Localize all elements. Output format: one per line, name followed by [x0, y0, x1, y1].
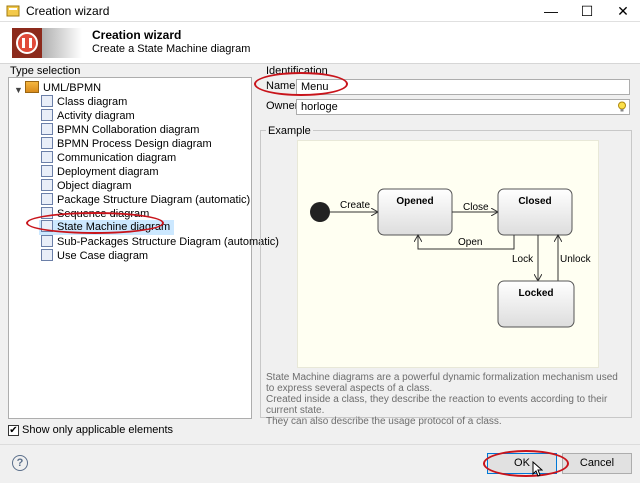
- footer-separator: [0, 444, 640, 445]
- modelio-logo-icon: [12, 28, 42, 58]
- header-banner: [42, 28, 82, 58]
- deployment-diagram-icon: [41, 165, 53, 177]
- tree-item-label: Class diagram: [57, 96, 128, 108]
- show-applicable-label: Show only applicable elements: [22, 424, 174, 436]
- state-closed: [497, 188, 573, 236]
- collapse-arrow-icon[interactable]: ▼: [14, 85, 23, 95]
- tree-item-state-machine-diagram[interactable]: State Machine diagram: [39, 220, 175, 235]
- wizard-title: Creation wizard: [92, 28, 182, 42]
- tree-item-label: Deployment diagram: [57, 166, 159, 178]
- help-icon[interactable]: ?: [12, 455, 28, 471]
- tree-root-label: UML/BPMN: [43, 82, 102, 94]
- owner-value: horloge: [301, 101, 338, 113]
- tree-item-sub-packages-structure[interactable]: Sub-Packages Structure Diagram (automati…: [41, 235, 279, 249]
- class-diagram-icon: [41, 95, 53, 107]
- transition-unlock-label: Unlock: [560, 254, 592, 265]
- owner-field[interactable]: horloge: [296, 99, 630, 115]
- state-locked-label: Locked: [518, 288, 553, 299]
- state-closed-label: Closed: [518, 196, 551, 207]
- bpmn-process-icon: [41, 137, 53, 149]
- example-description: State Machine diagrams are a powerful dy…: [266, 372, 628, 427]
- description-line-1: State Machine diagrams are a powerful dy…: [266, 372, 618, 394]
- title-bar: Creation wizard — ☐ ✕: [0, 0, 640, 22]
- example-group: [260, 130, 632, 418]
- tree-item-sequence-diagram[interactable]: Sequence diagram: [41, 207, 149, 221]
- tree-item-class-diagram[interactable]: Class diagram: [41, 95, 127, 109]
- sequence-diagram-icon: [41, 207, 53, 219]
- type-selection-tree[interactable]: ▼ UML/BPMN Class diagram Activity diagra…: [8, 77, 279, 419]
- tree-item-bpmn-process-design[interactable]: BPMN Process Design diagram: [41, 137, 212, 151]
- wizard-subtitle: Create a State Machine diagram: [92, 43, 251, 55]
- bpmn-collaboration-icon: [41, 123, 53, 135]
- tree-item-bpmn-collaboration[interactable]: BPMN Collaboration diagram: [41, 123, 199, 137]
- transition-lock-label: Lock: [512, 254, 534, 265]
- tree-item-label: Communication diagram: [57, 152, 177, 164]
- state-opened-label: Opened: [396, 196, 433, 207]
- lightbulb-icon[interactable]: [617, 101, 627, 113]
- communication-diagram-icon: [41, 151, 53, 163]
- name-field[interactable]: Menu: [296, 79, 630, 95]
- open-transition: [418, 235, 515, 250]
- type-selection-label: Type selection: [10, 65, 81, 77]
- minimize-button[interactable]: —: [544, 3, 558, 19]
- tree-item-label: BPMN Process Design diagram: [57, 138, 212, 150]
- maximize-button[interactable]: ☐: [580, 3, 594, 19]
- tree-item-package-structure[interactable]: Package Structure Diagram (automatic): [41, 193, 250, 207]
- close-button[interactable]: ✕: [617, 3, 629, 19]
- transition-open-label: Open: [458, 237, 482, 248]
- sub-packages-icon: [41, 235, 53, 247]
- state-machine-icon: [41, 220, 53, 232]
- tree-item-activity-diagram[interactable]: Activity diagram: [41, 109, 135, 123]
- tree-item-communication-diagram[interactable]: Communication diagram: [41, 151, 176, 165]
- tree-item-label: Sub-Packages Structure Diagram (automati…: [57, 236, 279, 248]
- mouse-cursor-icon: [532, 461, 543, 477]
- use-case-icon: [41, 249, 53, 261]
- identification-label: Identification: [266, 65, 328, 77]
- tree-item-label: Object diagram: [57, 180, 132, 192]
- example-diagram: Create Opened Close Closed Open Lock Unl…: [297, 140, 599, 368]
- description-line-2: Created inside a class, they describe th…: [266, 394, 608, 416]
- package-icon: [25, 81, 39, 93]
- tree-item-label: Activity diagram: [57, 110, 135, 122]
- tree-item-deployment-diagram[interactable]: Deployment diagram: [41, 165, 159, 179]
- tree-item-label: State Machine diagram: [57, 221, 171, 233]
- tree-item-use-case-diagram[interactable]: Use Case diagram: [41, 249, 148, 263]
- state-locked: [497, 280, 575, 328]
- initial-state-node: [310, 202, 330, 222]
- ok-button[interactable]: OK: [487, 453, 557, 474]
- tree-item-object-diagram[interactable]: Object diagram: [41, 179, 132, 193]
- object-diagram-icon: [41, 179, 53, 191]
- package-structure-icon: [41, 193, 53, 205]
- state-machine-diagram: Create Opened Close Closed Open Lock Unl…: [310, 188, 592, 328]
- tree-item-label: Use Case diagram: [57, 250, 149, 262]
- wizard-header: Creation wizard Create a State Machine d…: [0, 22, 640, 64]
- description-line-3: They can also describe the usage protoco…: [266, 416, 502, 427]
- transition-create-label: Create: [340, 200, 370, 211]
- cancel-button[interactable]: Cancel: [562, 453, 632, 474]
- window-title: Creation wizard: [26, 4, 110, 18]
- transition-close-label: Close: [463, 202, 489, 213]
- owner-label: Owner: [266, 100, 299, 112]
- tree-root-uml-bpmn[interactable]: UML/BPMN: [25, 81, 101, 95]
- show-applicable-checkbox[interactable]: ✔: [8, 425, 19, 436]
- tree-item-label: BPMN Collaboration diagram: [57, 124, 200, 136]
- activity-diagram-icon: [41, 109, 53, 121]
- app-icon: [6, 5, 20, 17]
- tree-item-label: Package Structure Diagram (automatic): [57, 194, 251, 206]
- name-label: Name: [266, 80, 296, 92]
- tree-item-label: Sequence diagram: [57, 208, 150, 220]
- example-label: Example: [266, 125, 313, 137]
